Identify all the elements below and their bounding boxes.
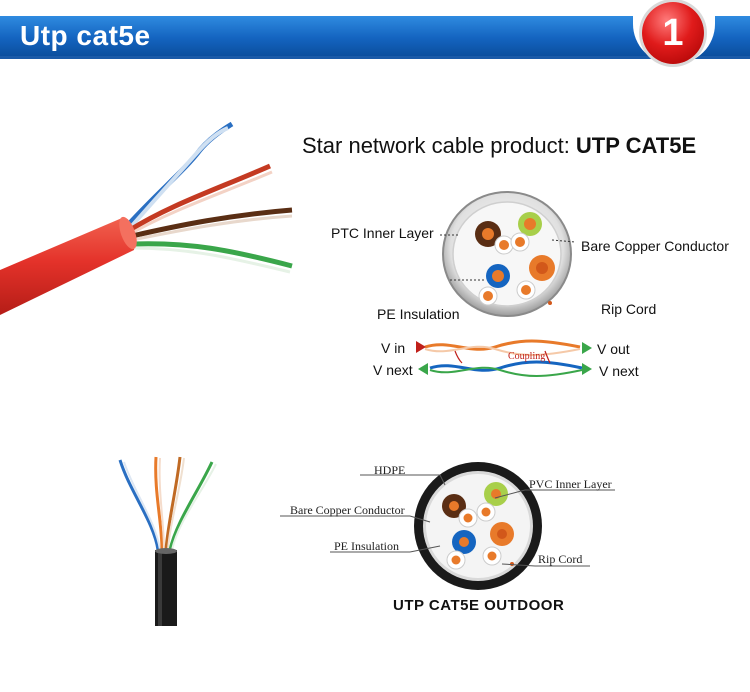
red-cable-photo (0, 121, 293, 315)
label-v-next-left: V next (373, 362, 413, 378)
label-bare-copper-conductor-outdoor: Bare Copper Conductor (290, 503, 405, 517)
header-underline (0, 56, 750, 59)
coupling-label: Coupling (508, 351, 546, 362)
label-v-in: V in (381, 340, 406, 356)
outdoor-caption: UTP CAT5E OUTDOOR (393, 597, 565, 614)
label-pvc-inner-layer: PVC Inner Layer (529, 477, 612, 491)
label-bare-copper-conductor: Bare Copper Conductor (581, 238, 729, 254)
page-title: Utp cat5e (20, 20, 151, 51)
label-rip-cord-outdoor: Rip Cord (538, 552, 583, 566)
label-pe-insulation: PE Insulation (377, 306, 460, 322)
header-top-stripe (0, 10, 750, 16)
section-number-badge: 1 (642, 2, 704, 64)
label-hdpe: HDPE (374, 463, 406, 477)
cable-cross-section-diagram (440, 191, 575, 317)
label-ptc-inner-layer: PTC Inner Layer (331, 225, 434, 241)
label-v-out: V out (597, 341, 630, 357)
label-pe-insulation-outdoor: PE Insulation (334, 539, 399, 553)
label-v-next-right: V next (599, 363, 639, 379)
header-bar (0, 16, 750, 56)
outdoor-cross-section-diagram (414, 462, 542, 590)
outdoor-cable-photo (118, 456, 217, 626)
label-rip-cord: Rip Cord (601, 301, 657, 317)
page-header: Utp cat5e 1 (0, 0, 750, 70)
outdoor-leader-lines (280, 474, 615, 567)
product-title: Star network cable product: UTP CAT5E (302, 133, 697, 158)
crosstalk-coupling-diagram (416, 339, 592, 377)
